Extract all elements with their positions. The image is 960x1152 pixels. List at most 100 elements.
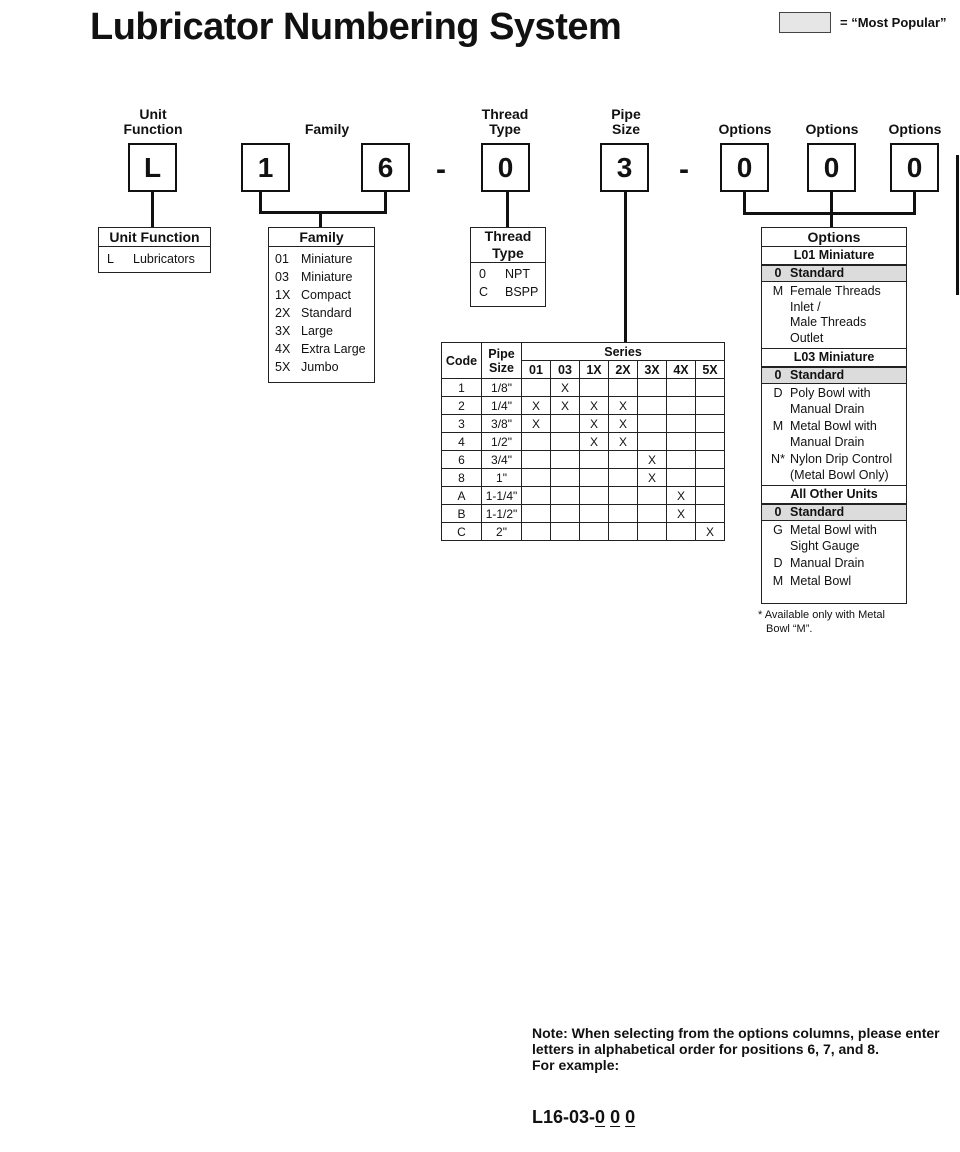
series-mark-cell — [608, 522, 638, 541]
option-label-line: Male Threads — [790, 315, 867, 329]
example-part-number: L16-03-0 0 0 — [532, 1107, 635, 1128]
series-mark-cell — [695, 468, 725, 487]
page-title: Lubricator Numbering System — [90, 6, 622, 48]
option-code: M — [772, 284, 784, 298]
family-item-code: 01 — [275, 252, 289, 266]
header-line: Unit — [139, 106, 167, 122]
family-item: 4X Extra Large — [275, 340, 374, 358]
header-unit-function: Unit Function — [113, 107, 193, 137]
header-line: Size — [611, 121, 640, 137]
series-column-header: 3X — [637, 360, 667, 379]
digit-option-1: 0 — [720, 143, 769, 192]
series-mark-cell: X — [666, 486, 696, 505]
header-line: Thread — [481, 106, 529, 122]
pipe-size-cell: 1/4" — [481, 396, 522, 415]
connector-options-right — [913, 192, 916, 215]
family-item-code: 4X — [275, 342, 291, 356]
series-mark-cell: X — [637, 468, 667, 487]
option-code: 0 — [774, 368, 782, 382]
family-item-code: 03 — [275, 270, 289, 284]
series-header: Series — [521, 342, 725, 361]
options-section-heading: L01 Miniature — [762, 247, 906, 265]
header-pipe-size: Pipe Size — [586, 107, 666, 137]
header-line: Pipe — [611, 106, 641, 122]
note-line: letters in alphabetical order for positi… — [532, 1041, 879, 1057]
pipe-size-column-header: Pipe Size — [481, 342, 522, 379]
series-mark-cell: X — [608, 432, 638, 451]
connector-family-left — [259, 192, 262, 214]
option-label-line: Nylon Drip Control — [790, 452, 893, 466]
pipe-code-cell: 6 — [441, 450, 482, 469]
option-label-line: Standard — [790, 368, 845, 382]
digit-family-1: 1 — [241, 143, 290, 192]
digit-thread-type: 0 — [481, 143, 530, 192]
pipe-size-cell: 1/8" — [481, 378, 522, 397]
code-column-header: Code — [441, 342, 482, 379]
family-item-code: 3X — [275, 324, 291, 338]
example-option-3: 0 — [625, 1107, 636, 1127]
separator-dash: - — [436, 153, 446, 186]
series-column-header: 03 — [550, 360, 580, 379]
option-label: Standard — [790, 266, 902, 281]
option-label-line: Manual Drain — [790, 556, 865, 570]
series-mark-cell — [637, 378, 667, 397]
option-code: D — [773, 386, 783, 400]
series-column-header: 1X — [579, 360, 609, 379]
header-line: Type — [489, 121, 521, 137]
pipe-size-cell: 1-1/4" — [481, 486, 522, 505]
digit-unit-function: L — [128, 143, 177, 192]
series-mark-cell — [695, 432, 725, 451]
pipe-code-cell: 1 — [441, 378, 482, 397]
option-label: Manual Drain — [790, 556, 902, 572]
series-mark-cell — [608, 468, 638, 487]
option-label: Nylon Drip Control(Metal Bowl Only) — [790, 452, 902, 483]
series-mark-cell: X — [550, 378, 580, 397]
pipe-size-header-line: Size — [488, 360, 514, 375]
family-item-code: 1X — [275, 288, 291, 302]
options-section-heading: All Other Units — [762, 485, 906, 504]
note-line: Note: When selecting from the options co… — [532, 1025, 940, 1041]
series-mark-cell — [666, 468, 696, 487]
unit-function-item-code: L — [107, 252, 114, 266]
option-label: Metal Bowl — [790, 574, 902, 590]
pipe-code-cell: B — [441, 504, 482, 523]
series-mark-cell — [521, 522, 551, 541]
option-label-line: (Metal Bowl Only) — [790, 467, 889, 482]
series-mark-cell: X — [608, 414, 638, 433]
series-mark-cell — [521, 432, 551, 451]
family-item-code: 5X — [275, 360, 291, 374]
note-line: For example: — [532, 1057, 620, 1073]
connector-options-bar — [743, 212, 916, 215]
series-mark-cell — [666, 378, 696, 397]
series-mark-cell — [695, 378, 725, 397]
series-mark-cell — [521, 468, 551, 487]
series-mark-cell — [666, 396, 696, 415]
series-mark-cell — [579, 486, 609, 505]
series-mark-cell — [666, 522, 696, 541]
option-code: N* — [771, 452, 785, 466]
option-label-line: Metal Bowl — [790, 573, 852, 588]
thread-type-item-code: 0 — [479, 267, 486, 281]
option-label-line: Female Threads — [790, 284, 881, 298]
thread-type-title-line: Thread — [484, 228, 532, 244]
family-item-label: Extra Large — [301, 342, 366, 356]
series-mark-cell — [666, 450, 696, 469]
